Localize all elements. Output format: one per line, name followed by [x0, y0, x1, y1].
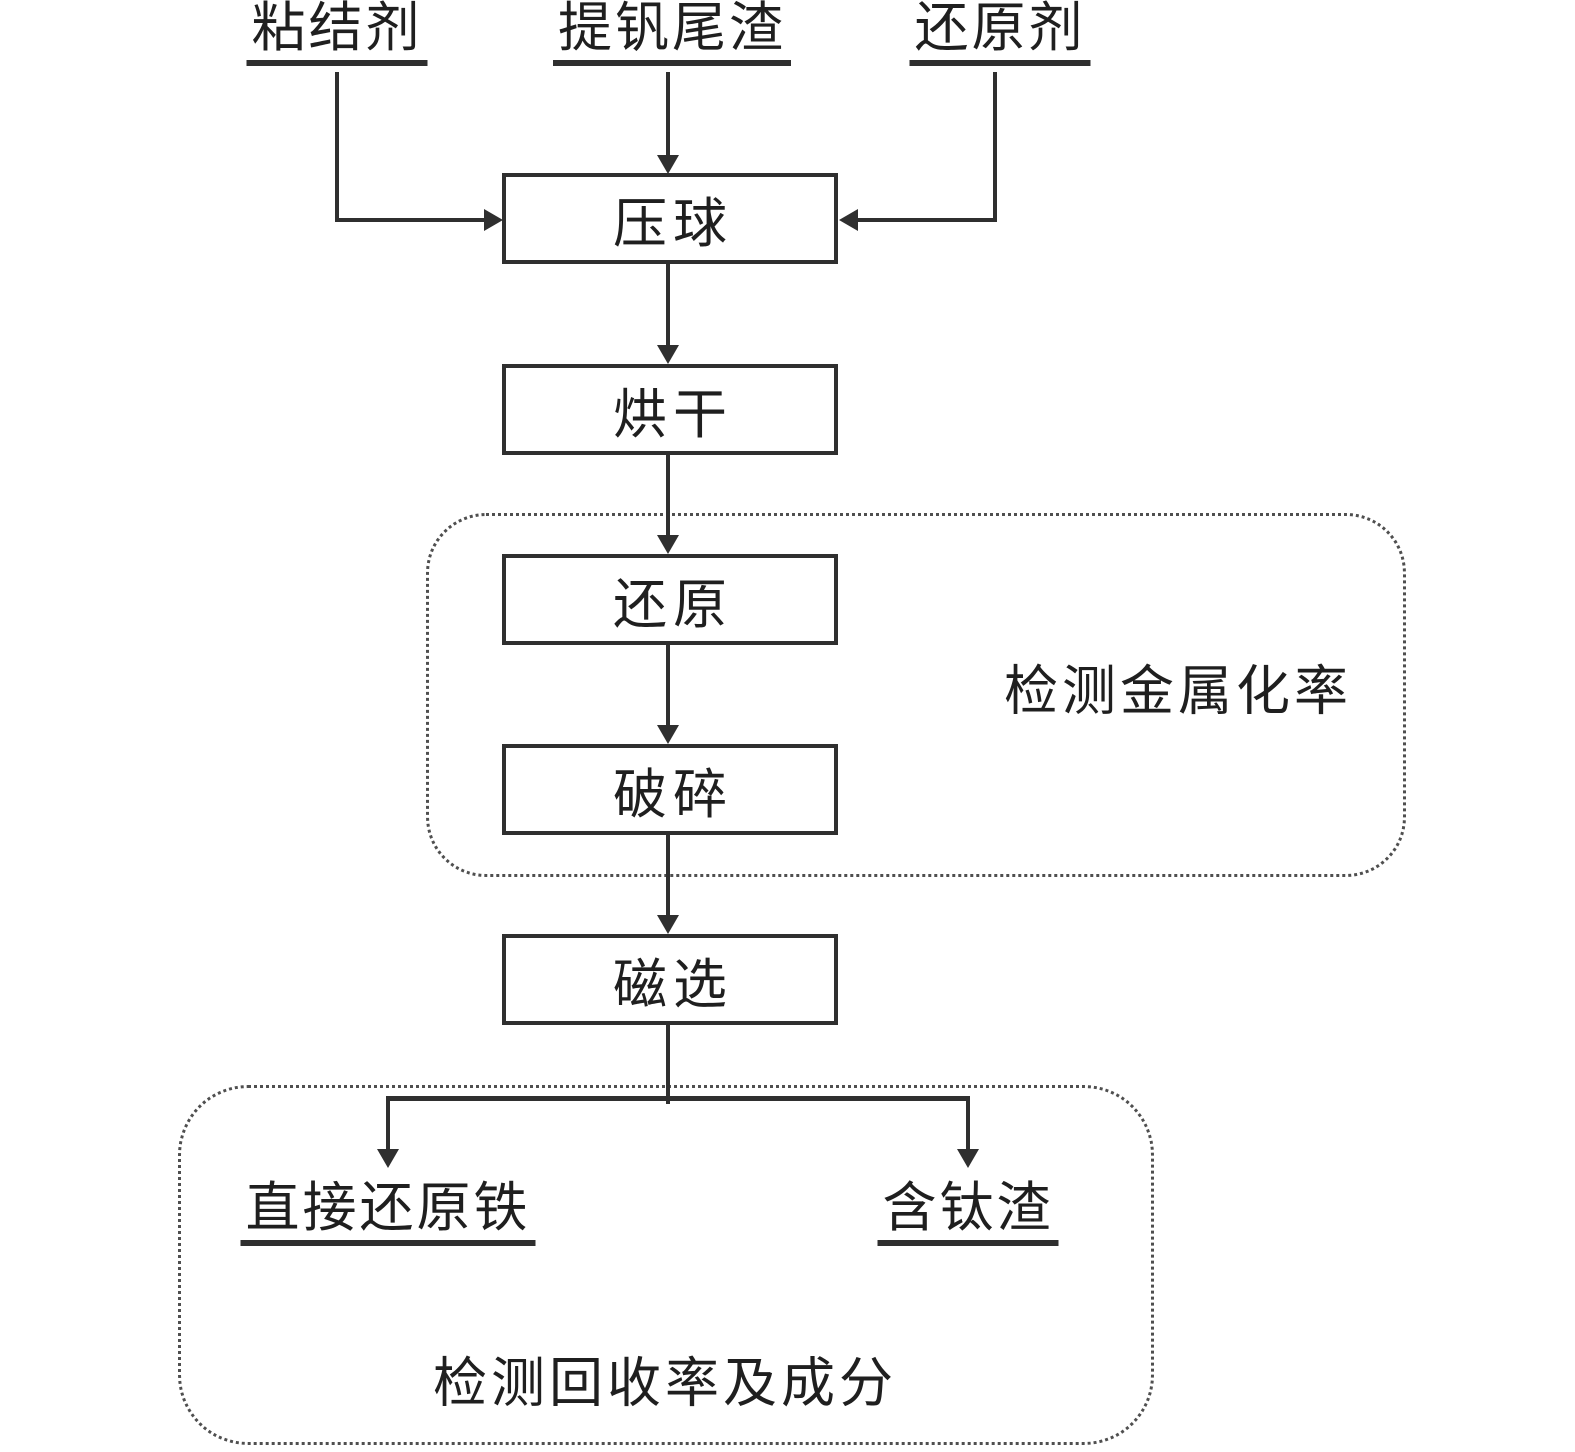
step-drying-box: 烘干: [502, 364, 838, 455]
connector-crushing-magnetic: [666, 835, 670, 915]
arrow-down-icon: [377, 1149, 399, 1168]
output-titanium-slag-label: 含钛渣: [877, 1180, 1059, 1246]
input-vanadium-tailings-label: 提钒尾渣: [553, 0, 791, 66]
connector-branch-left: [386, 1096, 390, 1150]
connector-branch-right: [966, 1096, 970, 1150]
group-metallization-label: 检测金属化率: [1004, 661, 1352, 722]
step-briquetting-label: 压球: [613, 194, 733, 254]
input-binder-label: 粘结剂: [246, 0, 428, 66]
group-recovery-label: 检测回收率及成分: [433, 1353, 897, 1414]
connector-tailings-vertical: [666, 72, 670, 156]
group-metallization-check: [426, 513, 1406, 877]
step-drying-label: 烘干: [613, 385, 733, 445]
step-magnetic-separation-box: 磁选: [502, 934, 838, 1025]
step-reduction-label: 还原: [613, 575, 733, 635]
arrow-down-icon: [657, 915, 679, 934]
input-reductant-label: 还原剂: [909, 0, 1091, 66]
arrow-down-icon: [657, 535, 679, 554]
arrow-down-icon: [957, 1149, 979, 1168]
connector-drying-reduction: [666, 455, 670, 535]
arrow-down-icon: [657, 345, 679, 364]
arrow-down-icon: [657, 725, 679, 744]
connector-binder-horizontal: [335, 218, 485, 222]
step-magnetic-separation-label: 磁选: [613, 955, 733, 1015]
connector-briquetting-drying: [666, 264, 670, 346]
connector-binder-vertical: [335, 72, 339, 220]
step-crushing-box: 破碎: [502, 744, 838, 835]
connector-magnetic-split: [666, 1025, 670, 1104]
connector-reduction-crushing: [666, 645, 670, 725]
connector-reductant-vertical: [993, 72, 997, 220]
step-reduction-box: 还原: [502, 554, 838, 645]
step-briquetting-box: 压球: [502, 173, 838, 264]
arrow-right-icon: [484, 209, 503, 231]
arrow-down-icon: [657, 155, 679, 174]
connector-reductant-horizontal: [858, 218, 997, 222]
connector-split-horizontal: [386, 1096, 970, 1101]
arrow-left-icon: [839, 209, 858, 231]
step-crushing-label: 破碎: [613, 765, 733, 825]
output-direct-reduced-iron-label: 直接还原铁: [240, 1180, 536, 1246]
